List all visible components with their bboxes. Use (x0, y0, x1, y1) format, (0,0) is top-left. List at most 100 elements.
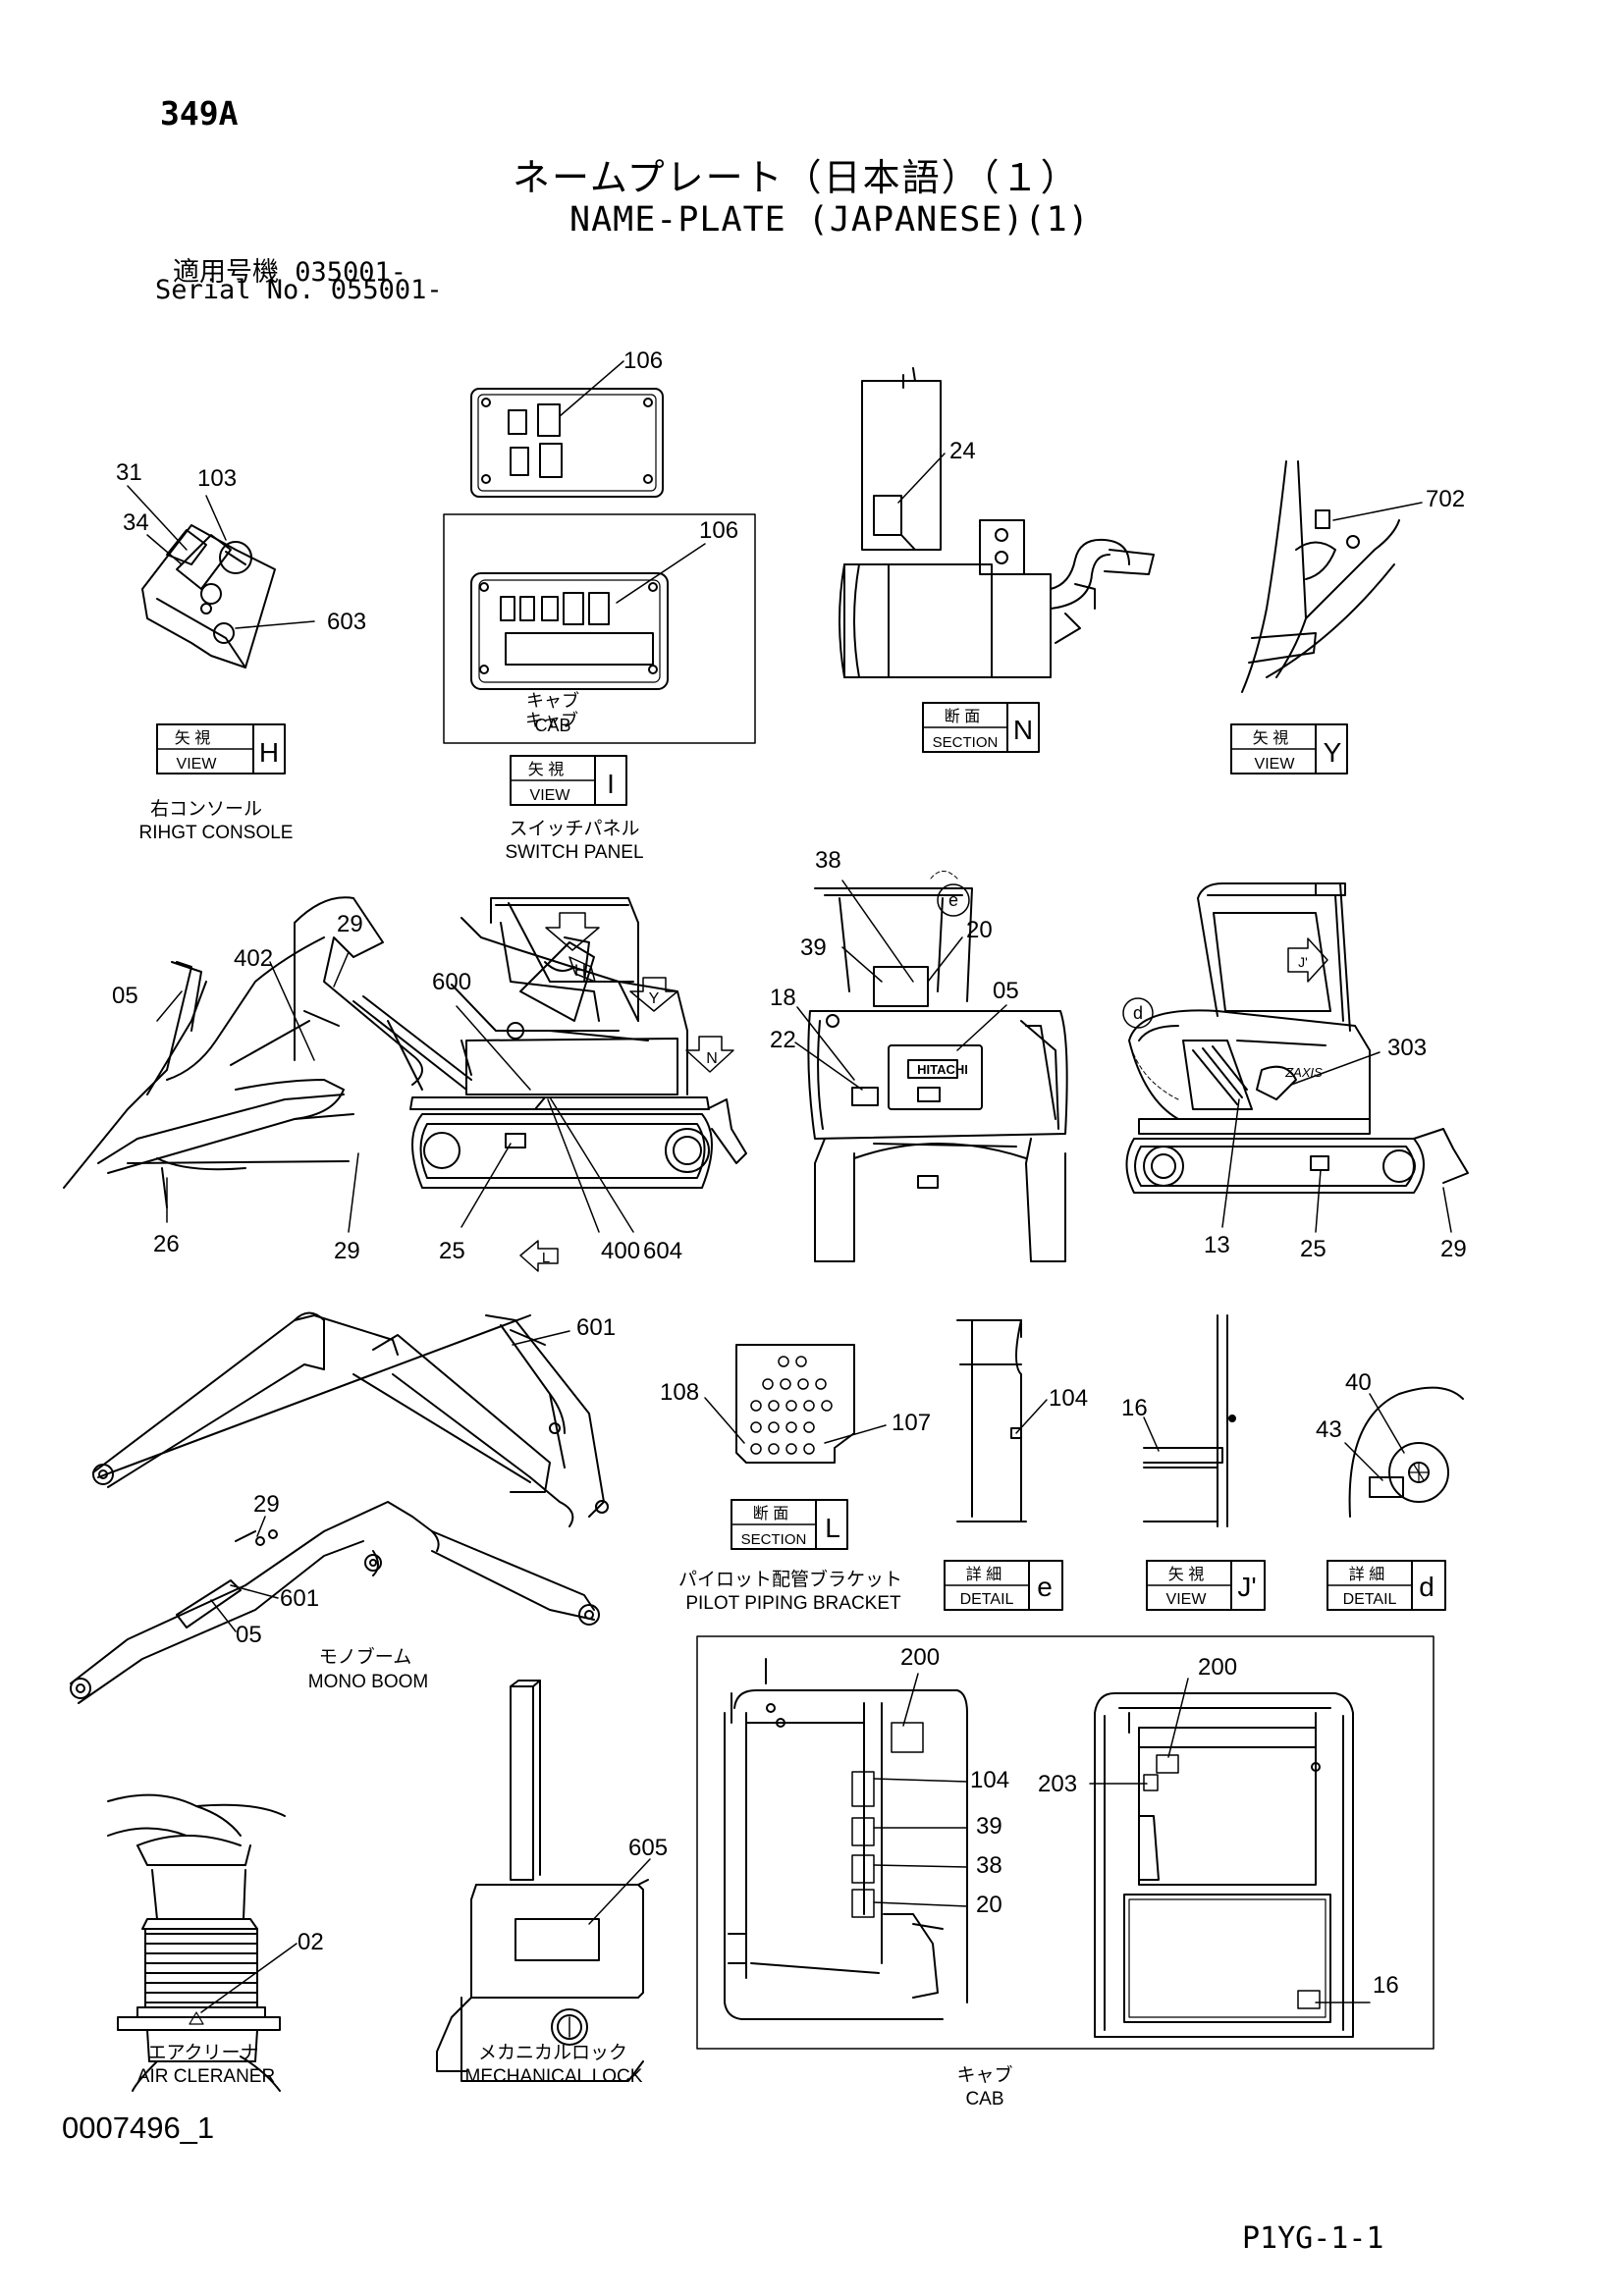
cab-right-leaders (1089, 1678, 1371, 2003)
detail-mark-e-label: e (948, 890, 958, 910)
switch-panel-upper (470, 388, 664, 498)
callout-29: 29 (337, 911, 363, 937)
cab-left-leaders (873, 1673, 968, 1907)
switch-panel-cab-jp: キャブ (526, 690, 579, 711)
callout-39: 39 (976, 1813, 1002, 1840)
callout-25: 25 (439, 1238, 465, 1264)
view-j-drawing (1143, 1314, 1236, 1527)
switch-panel-caption-jp: スイッチパネル (509, 819, 639, 839)
view-i-tag-en: VIEW (530, 787, 571, 804)
view-tag-y (1230, 723, 1348, 774)
callout-604: 604 (643, 1238, 682, 1264)
boom-leaders (210, 1330, 570, 1632)
view-j-tag-en: VIEW (1166, 1591, 1208, 1608)
right-console-leaders (127, 485, 315, 629)
callout-200: 200 (1198, 1654, 1237, 1681)
view-mark-j: J' (1298, 954, 1308, 970)
callout-20: 20 (966, 917, 993, 943)
view-y-tag-en: VIEW (1255, 756, 1296, 773)
left-view-leaders (1221, 1051, 1452, 1233)
serial-range-jp: 適用号機 035001- (173, 257, 407, 288)
callout-106: 106 (699, 517, 738, 544)
pilot-bracket-caption-en: PILOT PIPING BRACKET (685, 1593, 901, 1614)
view-y-drawing (1241, 460, 1400, 693)
callout-05: 05 (993, 978, 1019, 1004)
serial-range-en: Serial No. 055001- (155, 275, 443, 305)
view-mark-h: H (574, 961, 586, 980)
callout-400: 400 (601, 1238, 640, 1264)
callout-200: 200 (900, 1644, 940, 1671)
mono-boom-drawing (70, 1501, 600, 1704)
view-h-tag-en: VIEW (177, 756, 218, 773)
callout-29: 29 (1440, 1236, 1467, 1262)
view-mark-l: L (542, 1250, 550, 1266)
section-l-tag-jp: 断 面 (753, 1505, 788, 1522)
cab-caption-en: CAB (965, 2089, 1003, 2109)
mech-lock-caption-en: MECHANICAL LOCK (465, 2066, 643, 2087)
detail-e-drawing (956, 1319, 1027, 1522)
callout-26: 26 (153, 1231, 180, 1257)
detail-d-drawing (1348, 1386, 1464, 1518)
section-n-tag-en: SECTION (933, 734, 999, 751)
detail-d-leaders (1344, 1393, 1405, 1481)
callout-24: 24 (949, 438, 976, 464)
air-cleaner-caption-en: AIR CLERANER (137, 2066, 275, 2087)
excavator-side-view (63, 896, 747, 1208)
callout-16: 16 (1373, 1972, 1399, 1999)
view-arrow-l (519, 1240, 559, 1272)
detail-tag-d (1326, 1560, 1446, 1611)
view-arrow-j (1287, 937, 1328, 983)
cab-right-drawing (1094, 1692, 1354, 2038)
mono-boom-caption-en: MONO BOOM (308, 1672, 428, 1692)
callout-39: 39 (800, 934, 827, 961)
brand-lettering: HITACHI (917, 1062, 968, 1077)
callout-103: 103 (197, 465, 237, 492)
excavator-rear-view (807, 887, 1068, 1262)
view-j-letter: J' (1237, 1572, 1256, 1602)
callout-605: 605 (628, 1835, 668, 1861)
document-code: 0007496_1 (62, 2110, 215, 2145)
air-cleaner-caption-jp: エアクリーナ (147, 2042, 258, 2063)
view-mark-y: Y (649, 990, 660, 1007)
right-console-drawing (141, 524, 276, 668)
callout-603: 603 (327, 609, 366, 635)
switch-panel-cab-en: CAB (534, 716, 570, 735)
detail-tag-e (944, 1560, 1063, 1611)
callout-05: 05 (112, 983, 138, 1009)
callout-05: 05 (236, 1622, 262, 1648)
view-i-tag-jp: 矢 視 (528, 761, 564, 778)
section-n-drawing (839, 367, 1155, 678)
section-tag-n (922, 702, 1040, 753)
right-console-caption-en: RIHGT CONSOLE (139, 823, 294, 843)
callout-25: 25 (1300, 1236, 1326, 1262)
switch-panel-frame (443, 513, 756, 744)
mechanical-lock-drawing (436, 1680, 649, 2082)
callout-13: 13 (1204, 1232, 1230, 1258)
excavator-left-view (1125, 882, 1469, 1194)
callout-203: 203 (1038, 1771, 1077, 1797)
callout-43: 43 (1316, 1416, 1342, 1443)
view-y-letter: Y (1324, 737, 1342, 768)
callout-104: 104 (970, 1767, 1009, 1793)
view-arrow-n (685, 1036, 734, 1073)
callout-22: 22 (770, 1027, 796, 1053)
page-title-en: NAME-PLATE (JAPANESE)(1) (569, 200, 1090, 240)
section-l-tag-en: SECTION (741, 1531, 807, 1548)
callout-106: 106 (623, 347, 663, 374)
detail-e-tag-en: DETAIL (960, 1591, 1014, 1608)
arm-drawing (92, 1311, 609, 1527)
callout-02: 02 (298, 1929, 324, 1955)
detail-d-letter: d (1419, 1572, 1435, 1602)
page-code: P1YG-1-1 (1242, 2221, 1384, 2256)
view-tag-h (156, 723, 286, 774)
detail-e-tag-jp: 詳 細 (966, 1566, 1001, 1583)
callout-38: 38 (976, 1852, 1002, 1879)
callout-601: 601 (280, 1585, 319, 1612)
pilot-bracket-caption-jp: パイロット配管ブラケット (678, 1568, 902, 1590)
section-tag-l (731, 1499, 848, 1550)
view-y-tag-jp: 矢 視 (1253, 729, 1288, 747)
view-j-tag-jp: 矢 視 (1168, 1566, 1204, 1583)
callout-402: 402 (234, 945, 273, 972)
